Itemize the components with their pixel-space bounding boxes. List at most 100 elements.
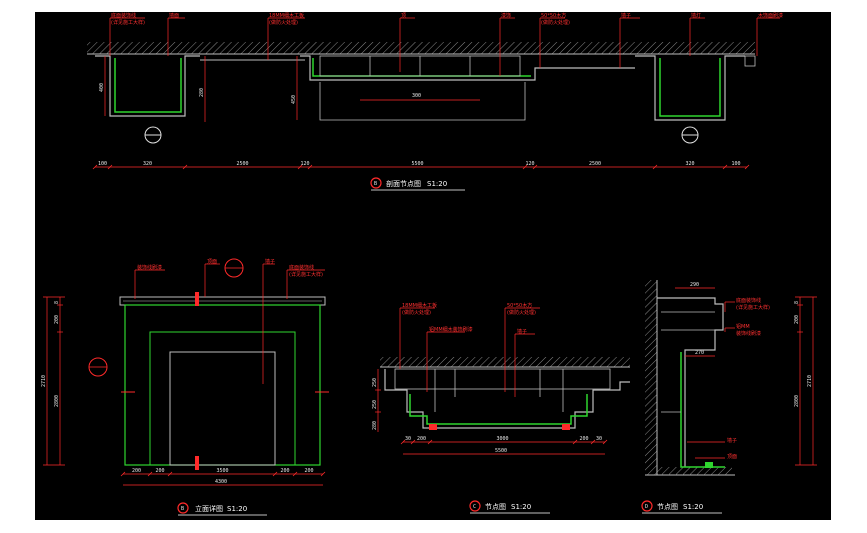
b-label-2: 墙子 bbox=[265, 258, 275, 265]
b-inner-opening bbox=[169, 351, 276, 466]
d-title-marker bbox=[641, 500, 653, 512]
d-label-4: 墙子 bbox=[727, 437, 737, 444]
c-dim-texts: 30 200 3000 200 30 bbox=[405, 436, 602, 442]
d-mid-dim: 270 bbox=[695, 350, 704, 356]
b-dim-4: 200 bbox=[305, 468, 314, 474]
section-a: 底面装饰线 (详见施工大样) 墙面 18MM细木工板 (做防火处理) 顶 漆饰 … bbox=[87, 12, 783, 191]
c-label-0: 18MM细木工板 bbox=[402, 302, 437, 309]
c-title: 节点图 bbox=[485, 503, 506, 511]
b-ldim-0: 8 bbox=[54, 301, 60, 304]
dim-tick bbox=[744, 164, 750, 170]
dim-tick bbox=[167, 471, 173, 477]
dim-tick bbox=[292, 471, 298, 477]
ceiling-slab-hatch bbox=[87, 42, 755, 54]
c-ldim-0: 250 bbox=[372, 378, 378, 387]
b-left-dim-lines bbox=[43, 296, 65, 466]
a-dim-1: 320 bbox=[143, 161, 152, 167]
b-dim-1: 200 bbox=[156, 468, 165, 474]
a-dim-6: 2500 bbox=[589, 161, 601, 167]
left-cove-box bbox=[95, 55, 200, 117]
b-dim-texts: 200 200 3500 200 200 bbox=[132, 468, 314, 474]
b-label-4: (详见施工大样) bbox=[289, 271, 323, 278]
section-a-leaders bbox=[109, 17, 780, 76]
dim-tick bbox=[272, 471, 278, 477]
c-title-marker-letter: C bbox=[473, 504, 476, 510]
d-label-3: 装饰线刷漆 bbox=[736, 330, 761, 337]
right-cove-box bbox=[635, 55, 745, 121]
dim-tick bbox=[427, 439, 433, 445]
a-label-8: (做防火处理) bbox=[541, 19, 570, 26]
d-rdim-3: 2800 bbox=[794, 395, 800, 407]
d-label-1: (详见施工大样) bbox=[736, 304, 770, 311]
dim-tick bbox=[410, 439, 416, 445]
section-a-vertical-dims bbox=[104, 56, 298, 122]
dim-tick bbox=[532, 164, 538, 170]
d-profile-finish bbox=[680, 352, 725, 468]
d-rdim-2: 2710 bbox=[807, 375, 813, 387]
c-dim-0: 30 bbox=[405, 436, 411, 442]
b-label-1: 顶面 bbox=[207, 259, 217, 265]
d-wall-hatch bbox=[645, 280, 657, 475]
a-dim-3: 120 bbox=[301, 161, 310, 167]
a-title-marker bbox=[370, 177, 382, 189]
b-title: 立面详图 bbox=[195, 504, 223, 513]
section-b-leaders bbox=[134, 263, 325, 384]
left-cove-finish bbox=[114, 58, 182, 113]
c-dim-total: 5500 bbox=[495, 448, 507, 454]
d-top-dim: 290 bbox=[690, 282, 699, 288]
a-label-3: 18MM细木工板 bbox=[269, 12, 304, 19]
a-dim-5: 120 bbox=[526, 161, 535, 167]
b-ldim-3: 2800 bbox=[54, 395, 60, 407]
d-right-dim-lines bbox=[795, 296, 817, 466]
dim-tick bbox=[522, 164, 528, 170]
c-dim-2: 3000 bbox=[497, 436, 509, 442]
section-b: 装饰线刷漆 顶面 墙子 底面装饰线 (详见施工大样) 8 200 2710 28… bbox=[41, 258, 329, 516]
b-marker-top bbox=[195, 292, 199, 306]
section-d: 底面装饰线 (详见施工大样) 铝MM 装饰线刷漆 墙子 顶面 290 270 bbox=[641, 280, 817, 514]
c-label-3: (做防火处理) bbox=[507, 309, 536, 316]
dim-tick bbox=[120, 471, 126, 477]
d-scale: S1:20 bbox=[683, 503, 703, 511]
b-dim-0: 200 bbox=[132, 468, 141, 474]
d-label-2: 铝MM bbox=[736, 323, 750, 330]
c-marker-right bbox=[562, 424, 570, 430]
a-dim-2: 2500 bbox=[237, 161, 249, 167]
b-dim-3: 200 bbox=[281, 468, 290, 474]
a-title: 剖面节点图 bbox=[386, 179, 421, 188]
central-coffer-finish bbox=[312, 58, 531, 77]
d-profile-outline bbox=[657, 297, 724, 467]
c-label-4: 铝MM细木装饰刷漆 bbox=[429, 326, 473, 333]
d-label-5: 顶面 bbox=[727, 454, 737, 460]
a-dim-4: 5500 bbox=[412, 161, 424, 167]
c-ldim-2: 280 bbox=[372, 421, 378, 430]
dim-tick bbox=[297, 164, 303, 170]
b-dim-2: 3500 bbox=[217, 468, 229, 474]
dim-tick bbox=[320, 471, 326, 477]
b-title-marker-letter: B bbox=[181, 506, 184, 512]
b-dim-ticks bbox=[120, 471, 326, 477]
d-floor-hatch bbox=[657, 467, 732, 475]
right-cove-finish bbox=[659, 58, 721, 117]
a-vdim-2: 450 bbox=[291, 95, 297, 104]
c-label-1: (做防火处理) bbox=[402, 309, 431, 316]
dim-tick bbox=[307, 164, 313, 170]
a-dim-ticks bbox=[92, 164, 750, 170]
a-dim-0: 100 bbox=[98, 161, 107, 167]
c-marker-left bbox=[429, 424, 437, 430]
dim-tick bbox=[107, 164, 113, 170]
drawing-canvas[interactable]: 底面装饰线 (详见施工大样) 墙面 18MM细木工板 (做防火处理) 顶 漆饰 … bbox=[35, 12, 831, 520]
d-label-0: 底面装饰线 bbox=[736, 297, 761, 304]
d-rdim-0: 8 bbox=[794, 301, 800, 304]
c-label-2: 50*50木方 bbox=[507, 302, 532, 309]
a-label-10: 墙灯 bbox=[691, 12, 701, 19]
b-label-3: 底面装饰线 bbox=[289, 264, 314, 271]
a-dim-texts: 100 320 2500 120 5500 120 2500 320 100 bbox=[98, 161, 741, 167]
a-dim-7: 320 bbox=[686, 161, 695, 167]
b-label-0: 装饰线刷漆 bbox=[137, 264, 162, 271]
a-vdim-1: 280 bbox=[199, 88, 205, 97]
a-label-4: (做防火处理) bbox=[269, 19, 298, 26]
a-dim-8: 100 bbox=[732, 161, 741, 167]
a-label-7: 50*50木方 bbox=[541, 12, 566, 19]
b-ldim-1: 200 bbox=[54, 315, 60, 324]
dim-tick bbox=[652, 164, 658, 170]
